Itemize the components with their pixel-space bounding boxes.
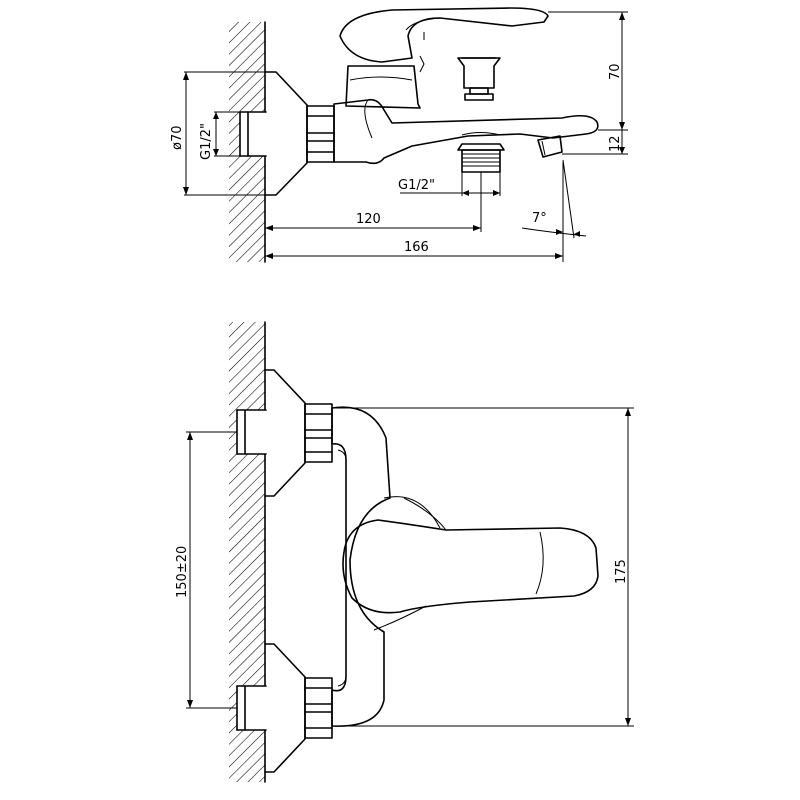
dim-outlet-thread: G1/2"	[398, 172, 501, 196]
front-view-lower-inlet	[236, 643, 333, 773]
side-view-hex-nut	[306, 105, 335, 163]
dim-angle-7: 7°	[521, 159, 587, 239]
dim-outlet-thread-label: G1/2"	[398, 178, 435, 193]
dim-length-166-label: 166	[404, 240, 429, 255]
dim-length-166: 166	[265, 162, 564, 262]
front-view-lever-handle	[342, 519, 599, 614]
side-view-inlet-pipe	[239, 111, 267, 157]
dim-centers-150: 150±20	[175, 431, 237, 709]
front-view: 150±20 175	[175, 321, 634, 783]
dim-length-120-label: 120	[356, 212, 381, 227]
dim-length-120: 120	[265, 212, 481, 231]
side-view-lever-handle	[339, 7, 549, 63]
dim-diameter-70-label: ø70	[170, 126, 185, 151]
side-view-outlet-thread	[457, 143, 505, 173]
dim-inlet-thread: G1/2"	[199, 111, 240, 160]
dim-height-70: 70	[548, 11, 628, 131]
side-view-diverter-knob	[457, 57, 501, 101]
dim-diameter-70: ø70	[170, 71, 265, 196]
dim-height-175: 175	[332, 407, 634, 727]
side-view-escutcheon	[264, 71, 308, 196]
dim-centers-150-label: 150±20	[175, 546, 190, 598]
front-view-body	[331, 406, 391, 727]
side-view-cartridge	[345, 65, 421, 109]
side-view-aerator	[537, 135, 563, 158]
side-view-body	[333, 98, 599, 165]
dim-height-175-label: 175	[614, 559, 629, 584]
side-view: ø70 G1/2" G1/2" 120	[170, 7, 628, 263]
front-view-lower-escutcheon	[264, 643, 306, 773]
dim-height-70-label: 70	[608, 63, 623, 80]
front-view-upper-escutcheon	[264, 369, 306, 497]
front-view-upper-inlet	[236, 369, 333, 497]
dim-height-12: 12	[562, 130, 628, 155]
dim-angle-7-label: 7°	[532, 211, 547, 226]
dim-height-12-label: 12	[608, 135, 623, 152]
dim-inlet-thread-label: G1/2"	[199, 123, 214, 160]
